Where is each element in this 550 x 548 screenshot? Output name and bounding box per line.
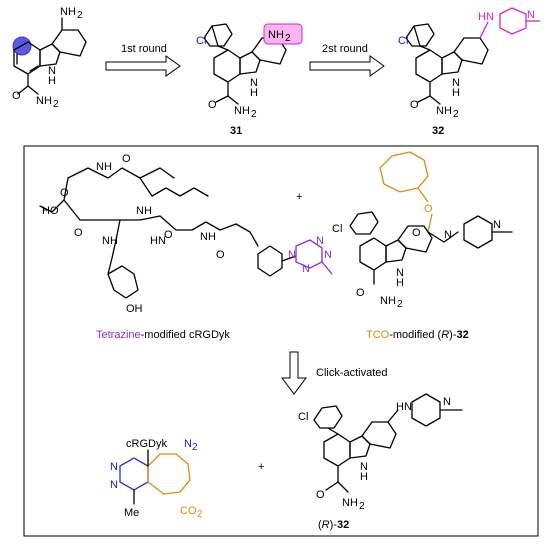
nh-32-sub: 2 [453, 109, 459, 120]
plus-1: + [296, 191, 302, 203]
crgdyk-peptide [39, 167, 333, 299]
nh-product: NH [342, 497, 358, 509]
nh-peptide-1: NH [96, 161, 112, 173]
co2-label: CO [180, 505, 197, 517]
carbamate-o: O [412, 227, 421, 239]
tetrazine-word: Tetrazine [96, 329, 141, 341]
nh-31: NH [234, 105, 250, 117]
tco-close: )- [449, 329, 457, 341]
product-n2: N [110, 479, 118, 491]
starting-carbazole [12, 17, 87, 95]
click-arrow [281, 351, 307, 395]
arrow2-label: 2st round [322, 43, 368, 55]
n-product: N [360, 461, 368, 473]
amine-highlight-box [263, 23, 303, 45]
carbonyl-o: O [12, 90, 21, 102]
h-tco: H [396, 277, 404, 289]
nh-tco: NH [380, 295, 396, 307]
hn-product: HN [396, 401, 412, 413]
released-compound [313, 393, 463, 493]
arrow2 [309, 55, 385, 77]
product-n1: N [110, 461, 118, 473]
click-label: Click-activated [316, 367, 388, 379]
me-label: Me [124, 507, 139, 519]
nh-31-sub: 2 [251, 109, 257, 120]
o-31: O [208, 99, 217, 111]
product-num: 32 [337, 519, 349, 531]
n-32: N [452, 77, 460, 89]
carbamate-n: N [444, 229, 452, 241]
o-peptide-4: O [164, 229, 173, 241]
tco-compound [349, 151, 513, 285]
ho-peptide: HO [42, 205, 59, 217]
n-pip-32: N [527, 9, 535, 21]
scheme-frame [23, 145, 539, 537]
amine-subscript: 2 [77, 10, 83, 21]
cl-32: Cl [398, 35, 408, 47]
n2-label: N [184, 438, 192, 450]
nh-peptide-4: NH [200, 231, 216, 243]
nh-32: NH [436, 105, 452, 117]
o-tco: O [356, 287, 365, 299]
co2-sub: 2 [197, 509, 203, 520]
tetrazine-n3: N [302, 263, 310, 275]
nh-peptide-2: NH [136, 205, 152, 217]
arrow1 [105, 55, 181, 77]
o-peptide-3: O [74, 227, 83, 239]
nh-tco-sub: 2 [397, 299, 403, 310]
oh-peptide: OH [126, 303, 143, 315]
nh-peptide-3: NH [102, 235, 118, 247]
dihydropyridazine-product [119, 449, 191, 505]
product-close: )- [330, 519, 338, 531]
arrow1-label: 1st round [121, 43, 167, 55]
amine-label: NH [60, 6, 76, 18]
crgdyk-label: cRGDyk [126, 438, 167, 450]
o-peptide-1: O [122, 153, 131, 165]
n-tco: N [396, 267, 404, 279]
product-caption: (R)-32 [318, 519, 349, 531]
amide-sub: 2 [53, 99, 59, 110]
amine-31: NH [268, 29, 284, 41]
label-31: 31 [230, 125, 242, 137]
compound-31 [203, 23, 303, 105]
o-32: O [410, 99, 419, 111]
nh-product-sub: 2 [359, 501, 365, 512]
tetrazine-n1: N [316, 235, 324, 247]
compound-32 [405, 7, 540, 105]
n-31: N [250, 77, 258, 89]
n-pip-product: N [443, 396, 451, 408]
hn-peptide: HN [150, 235, 166, 247]
o-peptide-5: O [216, 249, 225, 261]
cl-tco: Cl [332, 223, 342, 235]
amine-31-sub: 2 [285, 33, 291, 44]
tco-caption: TCO-modified (R)-32 [366, 329, 469, 341]
tco-word: TCO [366, 329, 390, 341]
tetrazine-n4: N [288, 249, 296, 261]
pip-n: N [493, 219, 501, 231]
cl-product: Cl [298, 411, 308, 423]
o-product: O [316, 489, 325, 501]
indole-h: H [48, 75, 56, 87]
tco-r: R [441, 329, 449, 341]
product-r: R [322, 519, 330, 531]
amide-nh: NH [36, 95, 52, 107]
o-peptide-2: O [60, 187, 69, 199]
indole-n: N [48, 65, 56, 77]
plus-2: + [258, 461, 264, 473]
tetrazine-caption: Tetrazine-modified cRGDyk [96, 329, 230, 341]
tetrazine-rest: -modified cRGDyk [141, 329, 231, 341]
product-open: ( [318, 519, 322, 531]
label-32: 32 [432, 125, 444, 137]
tco-o: O [424, 203, 433, 215]
h-32: H [452, 87, 460, 99]
h-31: H [250, 87, 258, 99]
h-product: H [360, 471, 368, 483]
cl-31: Cl [196, 35, 206, 47]
n2-sub: 2 [192, 442, 198, 453]
tetrazine-n2: N [324, 249, 332, 261]
hn-32: HN [478, 11, 494, 23]
tco-num: 32 [456, 329, 468, 341]
tco-rest: -modified ( [389, 329, 441, 341]
